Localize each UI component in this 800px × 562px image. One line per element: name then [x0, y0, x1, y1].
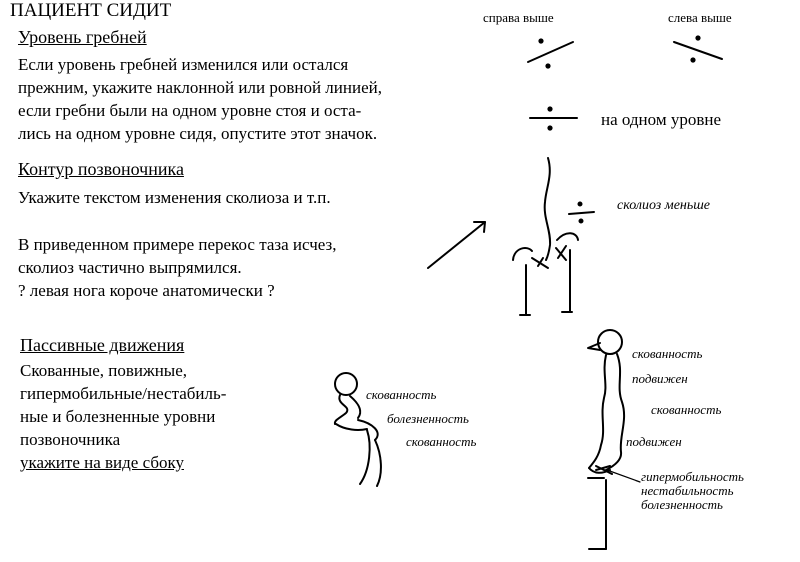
crests-line-2: прежним, укажите наклонной или ровной ли…	[18, 78, 382, 97]
passive-line-2: гипермобильные/нестабиль-	[20, 384, 227, 403]
spine-example-2: сколиоз частично выпрямился.	[18, 258, 242, 277]
large-label-7: болезненность	[641, 497, 723, 512]
passive-line-1: Скованные, повижные,	[20, 361, 188, 380]
label-level: на одном уровне	[601, 110, 722, 129]
crests-line-3: если гребни были на одном уровне стоя и …	[18, 101, 362, 120]
crests-line-4: лись на одном уровне сидя, опустите этот…	[18, 124, 378, 143]
spine-outline-drawing	[512, 157, 595, 316]
large-label-1: скованность	[632, 346, 703, 361]
passive-emphasis: укажите на виде сбоку	[20, 453, 184, 472]
large-label-6: нестабильность	[641, 483, 734, 498]
arrow-icon	[427, 221, 486, 269]
passive-heading: Пассивные движения	[20, 335, 185, 355]
crest-symbol-level	[529, 106, 578, 131]
large-label-5: гипермобильность	[641, 469, 744, 484]
small-side-figure	[333, 372, 382, 487]
small-label-1: скованность	[366, 387, 437, 402]
label-left-higher: слева выше	[668, 10, 732, 25]
small-label-2: болезненность	[387, 411, 469, 426]
small-label-3: скованность	[406, 434, 477, 449]
spine-heading: Контур позвоночника	[18, 159, 184, 179]
crest-symbol-left-higher	[673, 35, 723, 63]
scoliosis-annotation: сколиоз меньше	[617, 198, 711, 213]
large-label-3: скованность	[651, 402, 722, 417]
large-label-2: подвижен	[632, 371, 688, 386]
spine-example-1: В приведенном примере перекос таза исчез…	[18, 235, 337, 254]
crests-heading: Уровень гребней	[18, 27, 147, 47]
spine-instruction: Укажите текстом изменения сколиоза и т.п…	[18, 188, 331, 207]
crest-symbol-right-higher	[527, 38, 574, 69]
large-side-figure	[587, 329, 641, 550]
page-title: ПАЦИЕНТ СИДИТ	[10, 0, 172, 21]
crests-line-1: Если уровень гребней изменился или остал…	[18, 55, 349, 74]
passive-line-3: ные и болезненные уровни	[20, 407, 216, 426]
spine-example-3: ? левая нога короче анатомически ?	[18, 281, 275, 300]
passive-line-4: позвоночника	[20, 430, 121, 449]
label-right-higher: справа выше	[483, 10, 554, 25]
large-label-4: подвижен	[626, 434, 682, 449]
